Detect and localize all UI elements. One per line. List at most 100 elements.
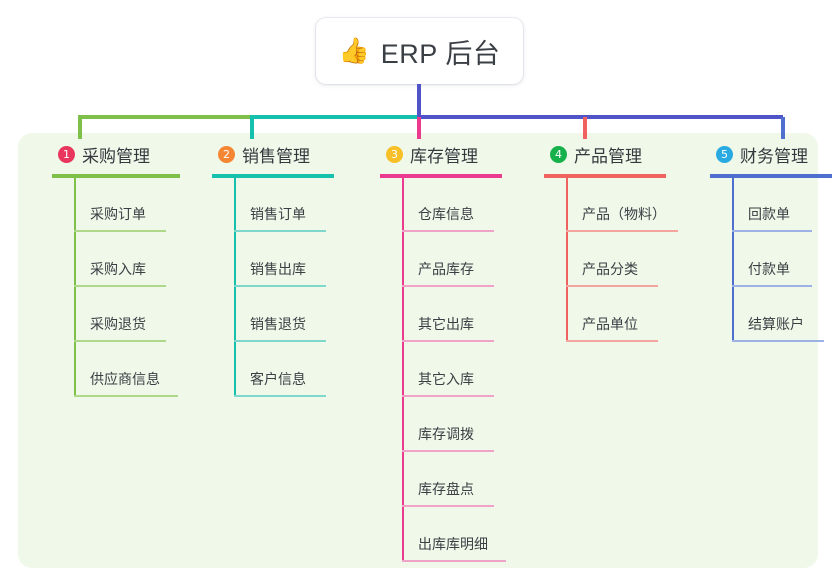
branch-header-5[interactable]: 5 财务管理 [694,141,839,167]
leaf-node[interactable]: 销售订单 [234,177,356,232]
leaf-node[interactable]: 采购退货 [74,287,196,342]
branch-spine [566,177,568,342]
leaf-label: 客户信息 [250,371,306,387]
leaf-underline [234,230,326,232]
leaf-node[interactable]: 供应商信息 [74,342,196,397]
branch-spine [732,177,734,342]
leaf-label: 库存调拨 [418,426,474,442]
leaf-label: 供应商信息 [90,371,160,387]
leaf-underline [566,340,658,342]
leaf-label: 其它出库 [418,316,474,332]
branch-spine [234,177,236,397]
branch-number-badge: 1 [58,145,75,163]
leaf-label: 采购入库 [90,261,146,277]
branch-drop-4 [583,117,587,139]
leaf-node[interactable]: 采购入库 [74,232,196,287]
branch-drop-2 [250,117,254,139]
leaf-node[interactable]: 客户信息 [234,342,356,397]
root-node-content: 👍 ERP 后台 [339,32,501,71]
leaf-node[interactable]: 库存盘点 [402,452,524,507]
leaf-underline [74,285,166,287]
leaf-node[interactable]: 采购订单 [74,177,196,232]
leaf-underline [402,395,494,397]
branch-leaf-list: 回款单付款单结算账户 [732,177,839,342]
root-drop-connector [417,84,421,117]
leaf-label: 其它入库 [418,371,474,387]
branch-title: 销售管理 [242,146,310,166]
leaf-label: 库存盘点 [418,481,474,497]
bus-segment-3 [417,115,783,119]
leaf-node[interactable]: 销售出库 [234,232,356,287]
bus-segment-1 [78,115,250,119]
branch-drop-1 [78,117,82,139]
branches-background-panel [18,133,818,568]
leaf-underline [234,285,326,287]
root-node-title: ERP 后台 [380,38,501,69]
leaf-label: 采购退货 [90,316,146,332]
leaf-node[interactable]: 结算账户 [732,287,839,342]
leaf-label: 结算账户 [748,316,804,332]
leaf-underline [402,560,506,562]
branch-spine [402,177,404,562]
branch-leaf-list: 销售订单销售出库销售退货客户信息 [234,177,356,397]
leaf-underline [566,230,678,232]
branch-drop-3 [417,117,421,139]
leaf-label: 销售出库 [250,261,306,277]
leaf-node[interactable]: 产品分类 [566,232,688,287]
leaf-node[interactable]: 销售退货 [234,287,356,342]
leaf-node[interactable]: 回款单 [732,177,839,232]
branch-underline [212,174,334,178]
branch-leaf-list: 采购订单采购入库采购退货供应商信息 [74,177,196,397]
leaf-label: 产品（物料） [582,206,666,222]
leaf-label: 销售订单 [250,206,306,222]
branch-column-1: 1 采购管理采购订单采购入库采购退货供应商信息 [36,141,196,397]
branch-column-5: 5 财务管理回款单付款单结算账户 [694,141,839,342]
leaf-underline [402,285,494,287]
leaf-label: 产品分类 [582,261,638,277]
branch-title: 财务管理 [740,146,808,166]
branch-header-2[interactable]: 2 销售管理 [196,141,356,167]
branch-title: 采购管理 [82,146,150,166]
branch-drop-5 [781,117,785,139]
branch-header-1[interactable]: 1 采购管理 [36,141,196,167]
branch-leaf-list: 仓库信息产品库存其它出库其它入库库存调拨库存盘点出库库明细 [402,177,524,562]
leaf-node[interactable]: 产品（物料） [566,177,688,232]
leaf-node[interactable]: 产品库存 [402,232,524,287]
branch-title: 库存管理 [410,146,478,166]
thumbs-up-icon: 👍 [338,36,370,65]
leaf-underline [402,450,494,452]
branch-leaf-list: 产品（物料） 产品分类产品单位 [566,177,688,342]
leaf-label: 付款单 [748,261,790,277]
branch-number-badge: 5 [716,145,733,163]
branch-underline [52,174,180,178]
leaf-label: 回款单 [748,206,790,222]
leaf-underline [566,285,658,287]
leaf-underline [234,340,326,342]
root-node-erp[interactable]: 👍 ERP 后台 [316,18,523,84]
leaf-underline [402,340,494,342]
leaf-underline [402,230,494,232]
leaf-node[interactable]: 产品单位 [566,287,688,342]
leaf-node[interactable]: 仓库信息 [402,177,524,232]
leaf-node[interactable]: 库存调拨 [402,397,524,452]
branch-column-2: 2 销售管理销售订单销售出库销售退货客户信息 [196,141,356,397]
leaf-node[interactable]: 付款单 [732,232,839,287]
leaf-node[interactable]: 其它入库 [402,342,524,397]
leaf-underline [234,395,326,397]
leaf-label: 仓库信息 [418,206,474,222]
leaf-underline [732,230,812,232]
branch-number-badge: 2 [218,145,235,163]
leaf-underline [74,395,178,397]
leaf-label: 产品单位 [582,316,638,332]
leaf-node[interactable]: 出库库明细 [402,507,524,562]
branch-underline [710,174,832,178]
leaf-underline [74,340,166,342]
bus-segment-2 [250,115,419,119]
leaf-label: 销售退货 [250,316,306,332]
leaf-node[interactable]: 其它出库 [402,287,524,342]
